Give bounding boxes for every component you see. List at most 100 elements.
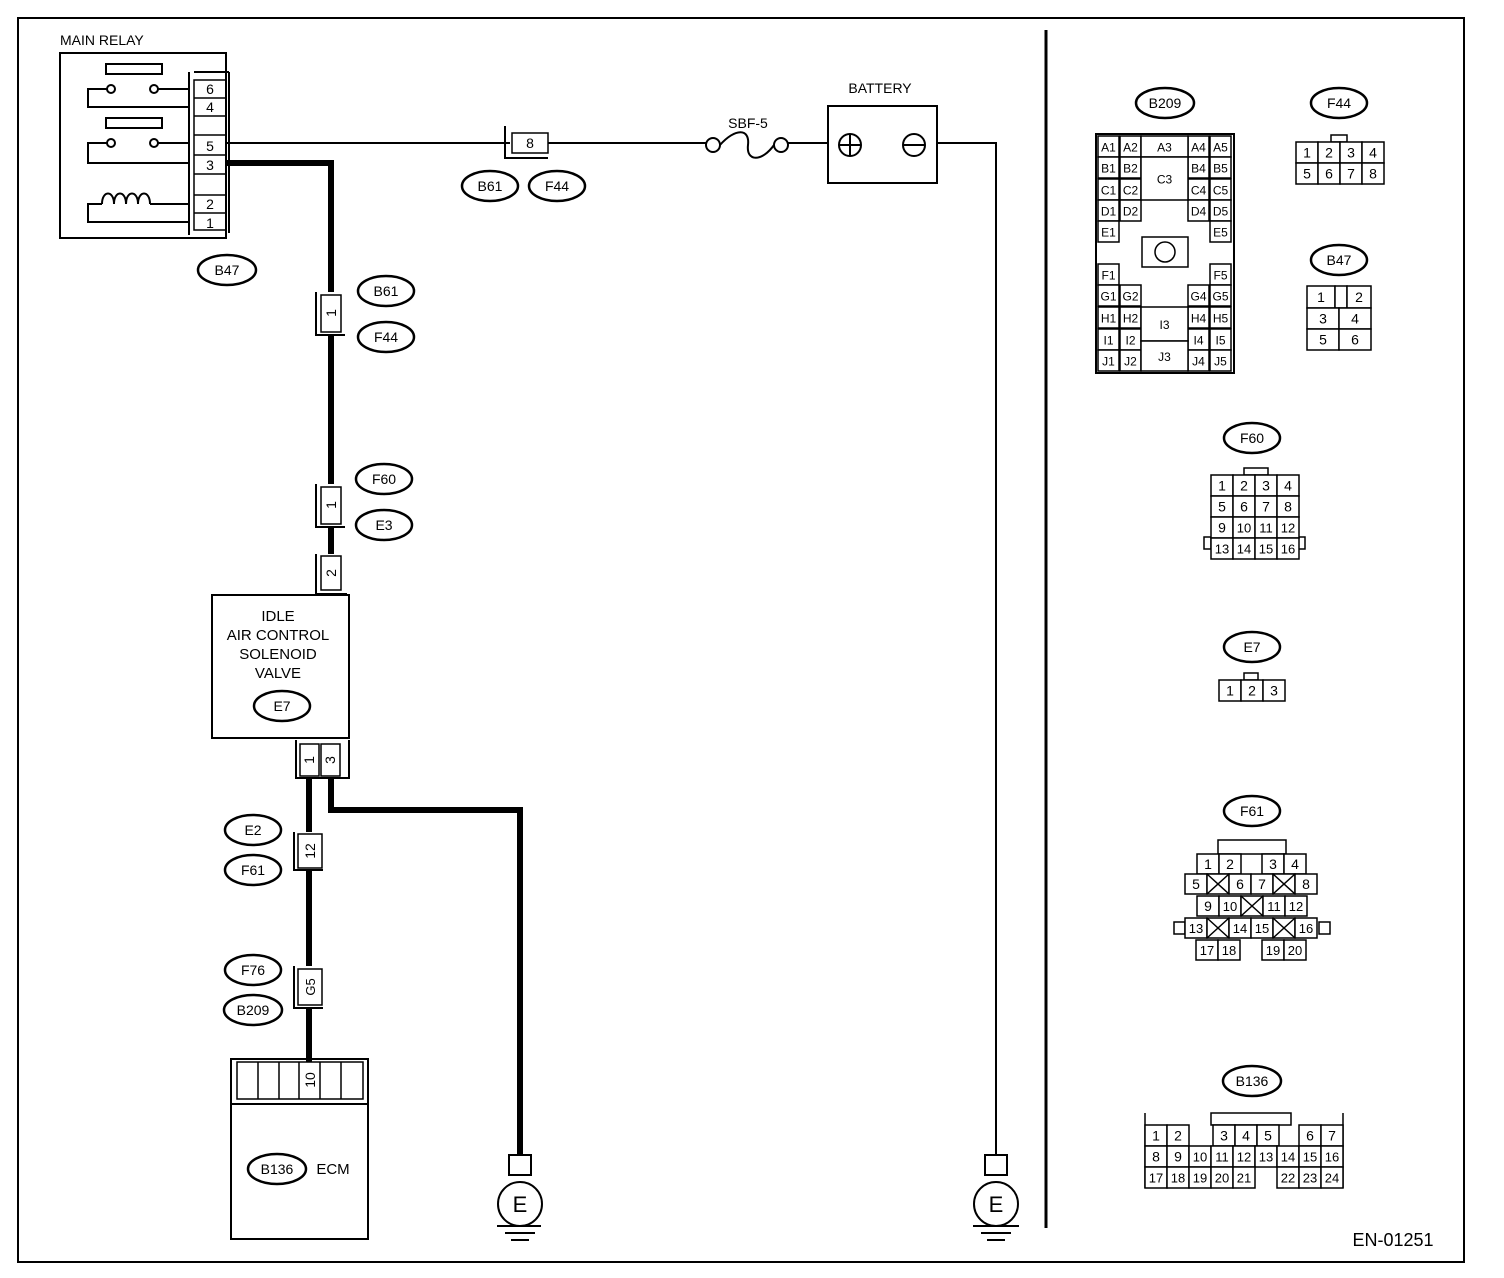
connector-pin-label: A5 bbox=[1213, 141, 1228, 155]
connector-pin-label: 10 bbox=[1223, 899, 1237, 914]
connector-cell bbox=[1334, 285, 1348, 309]
junction-f60-e3-label-2: E3 bbox=[375, 517, 392, 533]
connector-cell bbox=[1283, 939, 1307, 961]
junction-e2-f61-label-2: F61 bbox=[241, 862, 265, 878]
connector-cell bbox=[1209, 284, 1232, 307]
connector-pin-label: 19 bbox=[1266, 943, 1280, 958]
relay-pin-3: 3 bbox=[206, 157, 214, 173]
connector-pin-label: 12 bbox=[1281, 521, 1295, 536]
connector-pin-label: 3 bbox=[1319, 311, 1327, 327]
connector-pin-label: 7 bbox=[1258, 876, 1266, 892]
battery-title: BATTERY bbox=[848, 80, 912, 96]
junction-f76-b209-label-2: B209 bbox=[237, 1002, 270, 1018]
ground-right-label: E bbox=[989, 1192, 1004, 1217]
iac-pin-2: 2 bbox=[315, 554, 347, 595]
connector-pin-label: D2 bbox=[1123, 205, 1139, 219]
connector-pin-label: H5 bbox=[1213, 312, 1229, 326]
junction-f60-e3: 1 F60 E3 bbox=[315, 462, 414, 542]
connector-pin-label: 5 bbox=[1319, 332, 1327, 348]
junction-b61-f44-label-1: B61 bbox=[374, 283, 399, 299]
connector-pin-label: 7 bbox=[1328, 1128, 1336, 1144]
connector-pin-label: 1 bbox=[1226, 683, 1234, 699]
relay-pin-1: 1 bbox=[206, 215, 214, 231]
connector-pin-label: D5 bbox=[1213, 205, 1229, 219]
connector-pin-label: F1 bbox=[1101, 269, 1115, 283]
connector-pin-label: C5 bbox=[1213, 184, 1229, 198]
connector-pin-label: 11 bbox=[1259, 521, 1273, 536]
connector-pin-label: A2 bbox=[1123, 141, 1138, 155]
connector-pin-label: 2 bbox=[1248, 683, 1256, 699]
ecm-body bbox=[230, 1058, 369, 1240]
connector-pin-label: 7 bbox=[1262, 499, 1270, 515]
connector-pin-label: 11 bbox=[1267, 899, 1281, 914]
connector-pin-label: 14 bbox=[1237, 542, 1251, 557]
unused-cavity-mark bbox=[1240, 895, 1264, 917]
iac-pin-2-label: 2 bbox=[323, 569, 339, 577]
connector-cell bbox=[1119, 199, 1142, 222]
connector-pin-label: 20 bbox=[1288, 943, 1302, 958]
connector-cell bbox=[1276, 537, 1300, 560]
connector-pin-label: 8 bbox=[1152, 1149, 1160, 1165]
connector-pin-label: J1 bbox=[1102, 355, 1115, 369]
f60-label: F60 bbox=[1240, 430, 1264, 446]
main-relay: MAIN RELAY 6 4 5 3 2 1 bbox=[59, 32, 258, 287]
connector-pin-label: 16 bbox=[1325, 1150, 1339, 1165]
connector-cell bbox=[1140, 156, 1189, 201]
connector-cell bbox=[1232, 1166, 1256, 1189]
battery-positive-icon bbox=[838, 133, 862, 157]
connector-pin-label: E5 bbox=[1213, 226, 1228, 240]
connector-pin-label: 15 bbox=[1303, 1150, 1317, 1165]
connector-pin-label: G2 bbox=[1122, 290, 1138, 304]
ground-left-label: E bbox=[513, 1192, 528, 1217]
connector-pin-label: B1 bbox=[1101, 162, 1116, 176]
connector-pin-label: 1 bbox=[1204, 856, 1212, 872]
connector-pin-label: 5 bbox=[1264, 1128, 1272, 1144]
connector-view-b209: B209 A1B1C1D1E1F1G1H1I1J1A2B2C2D2G2H2I2J… bbox=[1095, 86, 1235, 374]
iac-connector-label: E7 bbox=[273, 698, 290, 714]
connector-pin-label: 22 bbox=[1281, 1171, 1295, 1186]
b136-label: B136 bbox=[1236, 1073, 1269, 1089]
connector-pin-label: 24 bbox=[1325, 1171, 1339, 1186]
connector-pin-label: 4 bbox=[1242, 1128, 1250, 1144]
connector-cell bbox=[1209, 220, 1232, 243]
ground-right-icon: E bbox=[973, 1154, 1019, 1241]
connector-pin-label: C3 bbox=[1157, 173, 1173, 187]
relay-connector-badge bbox=[196, 253, 258, 287]
connector-pin-label: 2 bbox=[1240, 478, 1248, 494]
b47-label: B47 bbox=[1327, 252, 1352, 268]
connector-pin-label: 13 bbox=[1259, 1150, 1273, 1165]
connector-cell bbox=[1284, 895, 1308, 917]
relay-pin-4: 4 bbox=[206, 99, 214, 115]
iac-line-2: AIR CONTROL bbox=[227, 627, 330, 644]
connector-pin-label: G4 bbox=[1190, 290, 1206, 304]
unused-cavity-mark bbox=[1272, 917, 1296, 939]
connector-pin-label: 3 bbox=[1347, 145, 1355, 161]
connector-cell bbox=[1209, 349, 1232, 372]
junction-8-pin: 8 bbox=[526, 135, 534, 151]
connector-pin-label: G5 bbox=[1212, 290, 1228, 304]
connector-pin-label: I1 bbox=[1103, 334, 1113, 348]
connector-cell bbox=[1217, 939, 1241, 961]
junction-e2-f61: 12 E2 F61 bbox=[223, 813, 323, 887]
connector-cell bbox=[1294, 873, 1318, 895]
ecm-label: ECM bbox=[316, 1161, 349, 1178]
connector-pin-label: C1 bbox=[1101, 184, 1117, 198]
relay-pin-2: 2 bbox=[206, 196, 214, 212]
connector-pin-label: G1 bbox=[1100, 290, 1116, 304]
connector-pin-label: 7 bbox=[1347, 166, 1355, 182]
connector-cell bbox=[1140, 340, 1189, 372]
relay-contacts bbox=[87, 63, 189, 223]
connector-cell bbox=[1262, 679, 1286, 702]
junction-8: 8 B61 F44 bbox=[460, 126, 587, 203]
connector-pin-label: 10 bbox=[1237, 521, 1251, 536]
battery: BATTERY bbox=[827, 80, 938, 184]
connector-pin-label: 6 bbox=[1351, 332, 1359, 348]
connector-pin-label: 2 bbox=[1355, 289, 1363, 305]
iac-line-1: IDLE bbox=[261, 608, 294, 625]
connector-pin-label: 14 bbox=[1233, 921, 1247, 936]
iac-valve: IDLE AIR CONTROL SOLENOID VALVE E7 bbox=[211, 594, 350, 739]
